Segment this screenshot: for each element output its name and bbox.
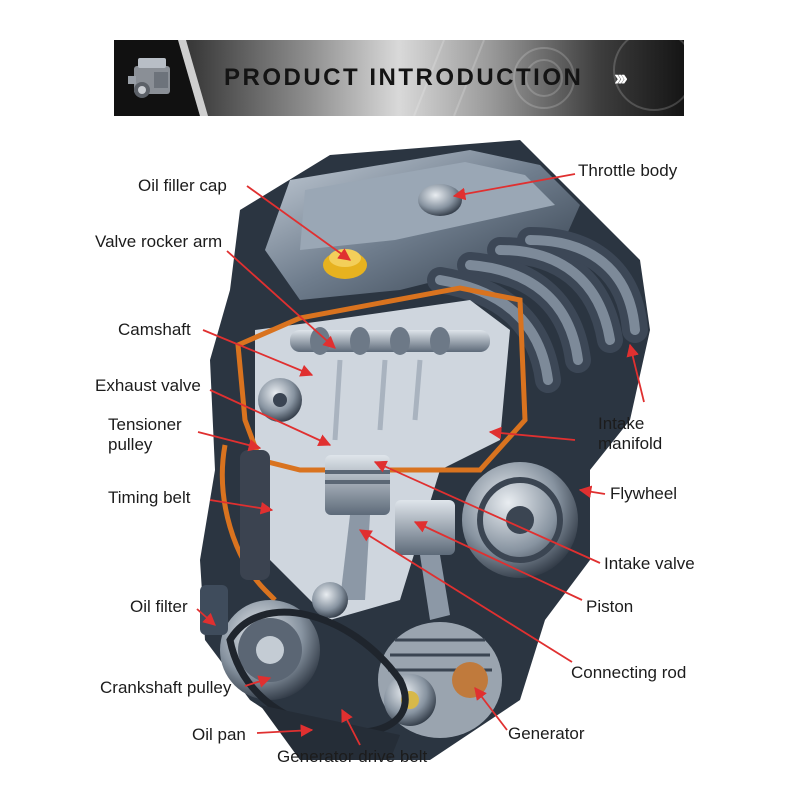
label-intake-valve: Intake valve [604, 554, 695, 573]
arrow-tensioner-pulley [197, 431, 262, 452]
label-timing-belt: Timing belt [108, 488, 191, 507]
label-flywheel: Flywheel [610, 484, 678, 503]
label-oil-filler-cap: Oil filler cap [138, 176, 227, 195]
label-oil-pan: Oil pan [192, 725, 246, 744]
arrow-oil-pan [256, 724, 314, 737]
arrow-intake-manifold [626, 343, 645, 403]
label-piston: Piston [586, 597, 634, 616]
label-intake: Intake [598, 414, 645, 433]
arrow-intake-manifold-2 [488, 426, 576, 441]
label-crankshaft-pulley: Crankshaft pulley [100, 678, 232, 697]
label-camshaft: Camshaft [118, 320, 191, 339]
label-generator-drive-belt: Generator drive belt [277, 747, 428, 766]
label-manifold: manifold [598, 434, 663, 453]
arrow-camshaft [202, 329, 314, 377]
arrow-generator [474, 686, 508, 731]
label-pulley: pulley [108, 435, 153, 454]
arrow-intake-valve [373, 460, 601, 564]
label-throttle-body: Throttle body [578, 161, 678, 180]
arrow-oil-filter [196, 608, 216, 626]
arrow-timing-belt [209, 499, 274, 515]
label-connecting-rod: Connecting rod [571, 663, 687, 682]
product-introduction-banner: PRODUCT INTRODUCTION ››› [114, 40, 684, 116]
callout-arrows [196, 173, 645, 746]
arrow-oil-filler-cap [246, 185, 352, 261]
arrow-piston [413, 521, 583, 601]
arrow-connecting-rod [358, 529, 573, 663]
arrow-exhaust-valve [209, 389, 332, 447]
label-generator: Generator [508, 724, 585, 743]
label-oil-filter: Oil filter [130, 597, 188, 616]
banner-decor [114, 40, 684, 116]
engine-illustration [200, 140, 650, 760]
label-tensioner: Tensioner [108, 415, 182, 434]
arrow-throttle-body [452, 173, 576, 201]
arrow-valve-rocker-arm [226, 250, 336, 349]
banner-background [114, 40, 684, 116]
arrow-flywheel [578, 485, 606, 499]
banner-title: PRODUCT INTRODUCTION [224, 64, 584, 91]
arrow-generator-drive-belt [341, 708, 361, 746]
label-valve-rocker-arm: Valve rocker arm [95, 232, 223, 251]
label-exhaust-valve: Exhaust valve [95, 376, 201, 395]
arrow-crankshaft-pulley [244, 675, 272, 688]
engine-icon [128, 58, 170, 98]
